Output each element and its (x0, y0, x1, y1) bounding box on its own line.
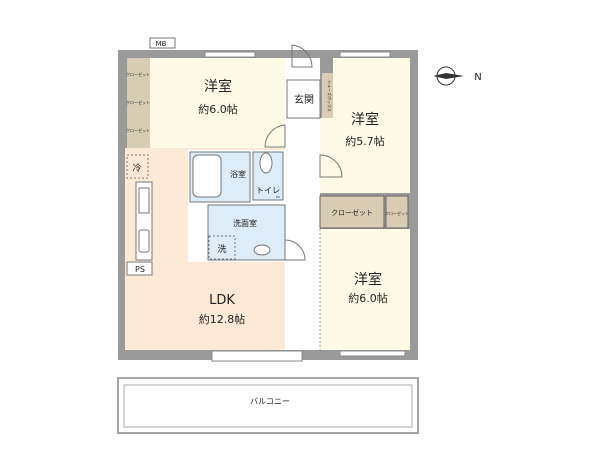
toilet-label: トイレ (256, 186, 280, 195)
washroom-label: 洗面室 (233, 218, 257, 228)
compass-icon (433, 66, 464, 86)
washer-label: 洗 (217, 243, 226, 255)
western-room-2 (333, 58, 410, 193)
shoe-box (322, 73, 333, 118)
fridge-label: 冷 (132, 162, 141, 174)
stove-icon (138, 187, 150, 214)
window (339, 51, 391, 58)
washer-space (208, 235, 236, 260)
shoebox-label: シューズボックス (327, 80, 333, 112)
western-room-3-size: 約6.0帖 (348, 291, 388, 305)
bathtub (192, 154, 222, 198)
washroom (207, 204, 286, 261)
fridge-space (126, 154, 149, 179)
toilet-icon (259, 152, 273, 174)
compass-north-label: N (474, 72, 481, 83)
genkan-label: 玄関 (294, 93, 314, 106)
western-room-1-size: 約6.0帖 (198, 102, 238, 116)
ps-box (126, 261, 153, 276)
left-closets (127, 58, 150, 148)
ps-small-label: PS (276, 195, 280, 199)
genkan (286, 79, 321, 119)
mb-label: MB (156, 40, 167, 48)
window (211, 350, 303, 362)
left-closet-label: クローゼット (126, 99, 150, 105)
sink-icon (253, 244, 271, 256)
closet-small (385, 195, 409, 229)
kitchen-sink-icon (138, 229, 150, 253)
ldk-name: LDK (209, 293, 235, 308)
western-room-2-size: 約5.7帖 (345, 134, 385, 148)
closet-main-label: クローゼット (331, 208, 373, 217)
ldk-size: 約12.8帖 (199, 312, 246, 326)
mb-box (149, 37, 176, 49)
window (204, 51, 256, 58)
left-closet-label: クローゼット (126, 127, 150, 133)
closet-small-label: クローゼット (385, 210, 409, 216)
western-room-1 (150, 58, 285, 148)
left-closet-label: クローゼット (126, 71, 150, 77)
closet-main (319, 195, 385, 229)
ps-label: PS (135, 265, 145, 274)
window (339, 350, 406, 357)
western-room-3-name: 洋室 (354, 271, 382, 288)
western-room-1-name: 洋室 (204, 78, 232, 95)
western-room-2-name: 洋室 (351, 111, 379, 128)
bath-label: 浴室 (230, 169, 246, 179)
western-room-3 (320, 229, 410, 350)
kitchen-counter (135, 181, 153, 261)
balcony-label: バルコニー (250, 397, 290, 406)
